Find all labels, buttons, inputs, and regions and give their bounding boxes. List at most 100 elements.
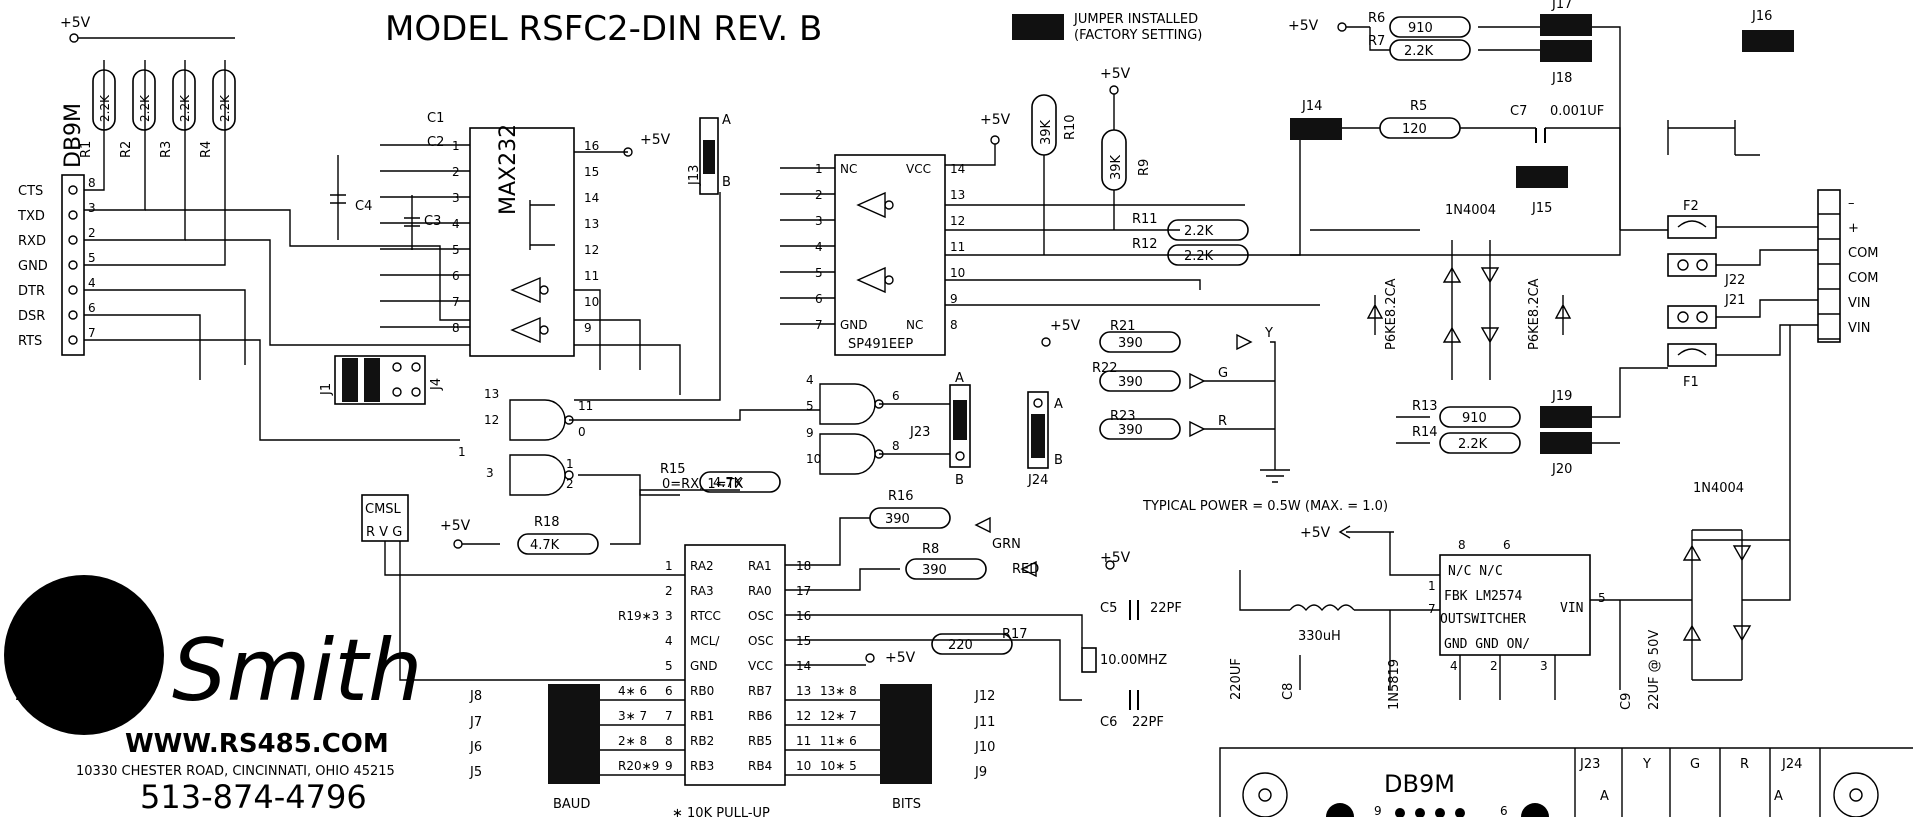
j15-label: J15 (1531, 201, 1552, 216)
sp491-pin: 9 (950, 292, 958, 306)
panel-pin9: 9 (1374, 804, 1382, 817)
logo-re: RE (14, 611, 154, 723)
resistor-ref: R5 (1410, 99, 1427, 114)
protection-section: 1N4004 P6KE8.2CA P6KE8.2CA (1366, 203, 1572, 380)
resistor-ref: R18 (534, 515, 560, 530)
power-note: TYPICAL POWER = 0.5W (MAX. = 1.0) (1142, 499, 1388, 514)
resistor-r16 (869, 507, 951, 529)
panel-y: Y (1642, 757, 1651, 772)
company-phone: 513-874-4796 (140, 778, 367, 816)
db9-signal-rts: RTS (18, 334, 42, 349)
panel-db9: DB9M (1384, 770, 1455, 798)
sp491-pin: 14 (950, 162, 965, 176)
resistor-ref: R6 (1368, 11, 1385, 26)
resistor-ref: R21 (1110, 319, 1136, 334)
sp491-pin: 7 (815, 318, 823, 332)
pic-pin: 11 (796, 734, 811, 748)
resistor-value: 4.7K (530, 538, 560, 553)
max232-pin: 6 (452, 269, 460, 283)
vcc-label-leds: +5V (1050, 318, 1081, 334)
db9-pin-hole (68, 235, 78, 245)
jumper-j16 (1742, 30, 1794, 52)
lm2574-regulator: N/C N/C FBK LM2574 OUTSWITCHER GND GND O… (1428, 538, 1606, 673)
fuse-f2 (1667, 215, 1717, 239)
resistor-value: 910 (1408, 21, 1433, 36)
led-g-label: G (1218, 366, 1228, 381)
panel-r: R (1740, 757, 1749, 772)
led-r-label: R (1218, 414, 1227, 429)
legend-line2: (FACTORY SETTING) (1074, 28, 1202, 43)
pic-pin: 3 (665, 609, 673, 623)
pic-pullup-label: R20∗9 (618, 759, 659, 773)
db9-signal-gnd: GND (18, 259, 48, 274)
resistor-ref: R13 (1412, 399, 1438, 414)
fuses: F2 J22 J21 F1 (1667, 199, 1745, 390)
baud-jumpers: J8 J7 J6 J5 BAUD (469, 684, 600, 812)
max232-body (469, 127, 575, 357)
pic-pin: 8 (665, 734, 673, 748)
baud-label: BAUD (553, 797, 590, 812)
c8-value: 220UF (1229, 658, 1244, 700)
cmsl-label: CMSL (365, 502, 402, 517)
pic-pullup-label: R19∗3 (618, 609, 659, 623)
c7-ref: C7 (1510, 104, 1527, 119)
pullup-resistor (132, 69, 156, 131)
resistor-value: 2.2K (1404, 44, 1434, 59)
max232-pin: 3 (452, 191, 460, 205)
pullup-ref: R1 (79, 141, 94, 158)
db9-body (61, 174, 85, 356)
max232-pin: 9 (584, 321, 592, 335)
max232-pin: 11 (584, 269, 599, 283)
pic-pin-label: RB0 (690, 684, 714, 698)
resistor-ref: R16 (888, 489, 914, 504)
resistor-value: 910 (1462, 411, 1487, 426)
resistor-ref: R8 (922, 542, 939, 557)
crystal-label: 10.00MHZ (1100, 653, 1167, 668)
pullup-ref: R4 (199, 141, 214, 158)
c5-ref: C5 (1100, 601, 1117, 616)
j18-label: J18 (1551, 71, 1572, 86)
pic-pin-label: RA2 (690, 559, 714, 573)
lm-pin2: 2 (1490, 659, 1498, 673)
jumper-j22 (1667, 253, 1717, 277)
fuse-f1 (1667, 343, 1717, 367)
pic-pin-label: GND (690, 659, 718, 673)
jumpers-j23-j24: A B J23 A B J24 (909, 371, 1063, 488)
resistor-ref: R17 (1002, 627, 1028, 642)
vcc-label-r9: +5V (1100, 66, 1131, 82)
pullup-resistor (172, 69, 196, 131)
pic-pin-label: MCL/ (690, 634, 720, 648)
pic-pin: 13 (796, 684, 811, 698)
vcc-label-db9: +5V (60, 15, 91, 31)
gate4-out: 8 (892, 439, 900, 453)
sp491-pin: 4 (815, 240, 823, 254)
pic-pin: 17 (796, 584, 811, 598)
pic-pin-label: RB6 (748, 709, 772, 723)
resistor-value: 220 (948, 638, 973, 653)
lm-pin5: 5 (1598, 591, 1606, 605)
gate1-in2: 12 (484, 413, 499, 427)
pullup-resistor (212, 69, 236, 131)
resistor-ref: R12 (1132, 237, 1158, 252)
company-address: 10330 CHESTER ROAD, CINCINNATI, OHIO 452… (76, 764, 395, 779)
max232-pin: 14 (584, 191, 599, 205)
title: MODEL RSFC2-DIN REV. B (385, 9, 822, 49)
resistor-value: 2.2K (1458, 437, 1488, 452)
pic-pin: 5 (665, 659, 673, 673)
sp491-pin: 13 (950, 188, 965, 202)
panel-j23: J23 (1579, 757, 1600, 772)
pic-pin-label: OSC (748, 634, 773, 648)
pic-pin: 15 (796, 634, 811, 648)
pic-pin: 2 (665, 584, 673, 598)
resistor-ref: R15 (660, 462, 686, 477)
pic-pin: 10 (796, 759, 811, 773)
vcc-label-out: +5V (1300, 525, 1331, 541)
max232-pin: 15 (584, 165, 599, 179)
pic-pin: 7 (665, 709, 673, 723)
db9-pin-number: 3 (88, 201, 96, 215)
resistor-value: 390 (1118, 375, 1143, 390)
